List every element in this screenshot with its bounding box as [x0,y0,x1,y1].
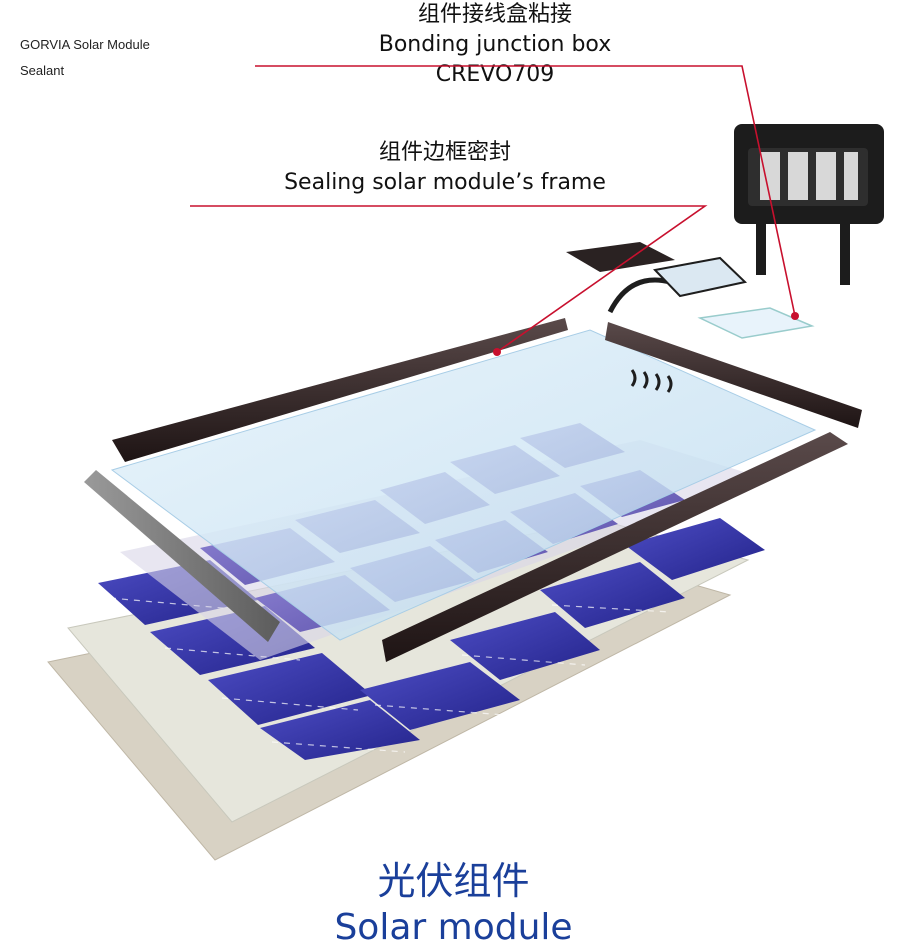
leader-lines [190,65,796,353]
leader-dot-frame [493,348,501,356]
frame-label: 组件边框密封 Sealing solar module’s frame [230,138,660,198]
junction-box-label: 组件接线盒粘接 Bonding junction box CREVO709 [330,0,660,90]
frame-label-zh: 组件边框密封 [378,140,511,165]
glass-layer [110,329,817,641]
junction-box-label-zh: 组件接线盒粘接 [417,2,572,27]
junction-box-pad [566,242,675,272]
junction-box-label-en: Bonding junction box [378,32,612,57]
diagram-title-en: Solar module [334,907,573,948]
leader-dot-junction-box [791,312,799,320]
frame-rail-top [112,318,568,462]
brand-line-1: GORVIA Solar Module [20,37,150,52]
junction-box-base [652,256,748,298]
adhesive-pad [697,307,815,339]
frame-rail-left [84,470,280,642]
diagram-title: 光伏组件 Solar module [0,856,907,950]
frame-rail-front [382,432,848,662]
frame-label-en: Sealing solar module’s frame [284,170,606,195]
junction-box-icon [734,124,884,285]
frame-rail-right [605,322,862,428]
brand-line-2: Sealant [20,63,65,78]
heat-waves-icon [630,369,673,393]
diagram-title-zh: 光伏组件 [377,859,530,903]
brand-caption: GORVIA Solar Module Sealant [20,32,150,84]
